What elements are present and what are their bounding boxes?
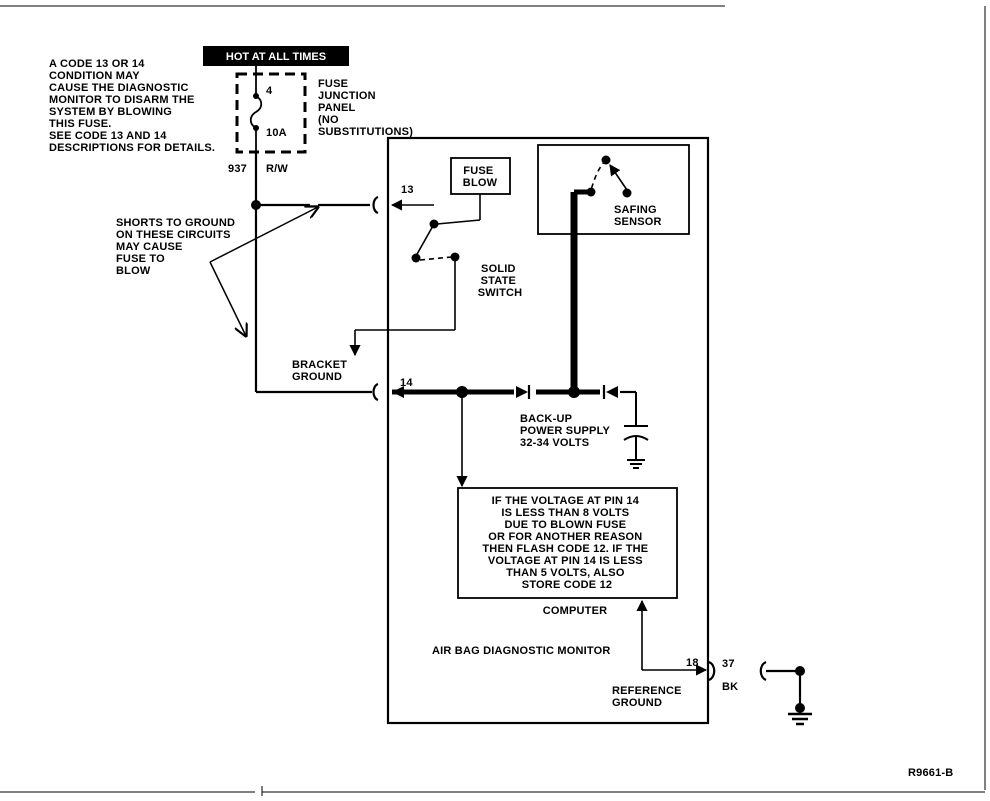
bracket-ground-wire (349, 257, 456, 357)
pin-18-label: 18 (686, 657, 699, 669)
pin-13-label: 13 (401, 184, 414, 196)
figure-id: R9661-B (908, 767, 953, 779)
bracket-ground-label: BRACKET GROUND (292, 359, 350, 383)
fuse-number: 4 (266, 85, 273, 97)
monitor-label: AIR BAG DIAGNOSTIC MONITOR (432, 645, 611, 657)
reference-ground-label: REFERENCE GROUND (612, 685, 685, 709)
solid-state-switch: SOLID STATE SWITCH (411, 219, 523, 299)
fuse-rating: 10A (266, 127, 287, 139)
page-border (0, 5, 986, 796)
diode-1 (516, 385, 531, 399)
fuse-junction-panel: FUSE JUNCTION PANEL (NO SUBSTITUTIONS) 4… (235, 66, 413, 154)
feed-wire (254, 152, 372, 394)
safing-sensor-box: SAFING SENSOR (537, 144, 690, 235)
computer-box: IF THE VOLTAGE AT PIN 14 IS LESS THAN 8 … (457, 487, 678, 617)
svg-text:FUSE BLOW: FUSE BLOW (463, 165, 498, 189)
bus-node-sensor (568, 386, 580, 398)
chassis-ground-icon (788, 703, 812, 726)
diode-2 (602, 385, 618, 399)
diagnostic-monitor-box (386, 136, 710, 725)
backup-power-label: BACK-UP POWER SUPPLY 32-34 VOLTS (520, 413, 613, 449)
pin-13-connector (318, 195, 379, 215)
hot-at-all-times-header: HOT AT ALL TIMES (203, 46, 349, 66)
warning-note: A CODE 13 OR 14 CONDITION MAY CAUSE THE … (49, 58, 215, 154)
fuse-panel-label: FUSE JUNCTION PANEL (NO SUBSTITUTIONS) (318, 78, 413, 138)
splice-dot (251, 200, 261, 210)
computer-label: COMPUTER (543, 605, 608, 617)
wire-circuit-number: 937 (228, 163, 247, 175)
connector-pin-label: 37 (722, 658, 735, 670)
wire-color: R/W (266, 163, 288, 175)
reference-ground-wire (636, 599, 708, 676)
shorts-arrows (209, 207, 318, 336)
backup-capacitor (623, 392, 649, 460)
computer-note: IF THE VOLTAGE AT PIN 14 IS LESS THAN 8 … (482, 495, 651, 591)
pin-14-connector (372, 382, 379, 402)
shorts-note: SHORTS TO GROUND ON THESE CIRCUITS MAY C… (116, 217, 238, 277)
svg-text:SOLID STATE SWITCH: SOLID STATE SWITCH (478, 263, 523, 299)
pin-14-label: 14 (400, 377, 413, 389)
connector-color-label: BK (722, 681, 738, 693)
svg-text:SAFING SENSOR: SAFING SENSOR (614, 204, 662, 228)
ground-symbol (627, 459, 645, 469)
power-header-text: HOT AT ALL TIMES (226, 51, 326, 63)
fuse-4-10a (249, 66, 263, 152)
fuse-blow-box: FUSE BLOW (450, 157, 511, 195)
ground-connector (708, 660, 802, 704)
